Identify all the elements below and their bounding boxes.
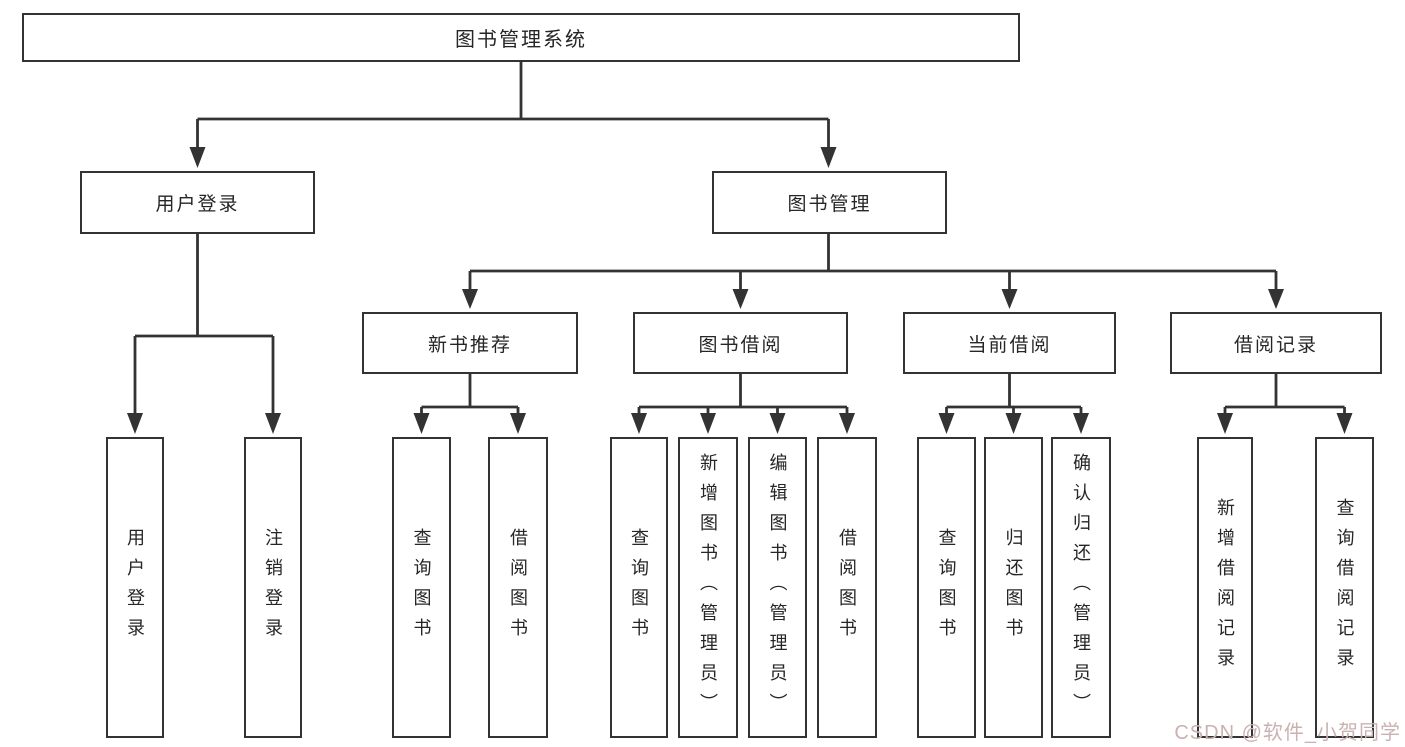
leaf-label: 归还图书 — [1003, 527, 1024, 648]
leaf-label: 用户登录 — [125, 527, 145, 648]
leaf-label: 编辑图书（管理员） — [767, 452, 788, 723]
leaf-label: 查询图书 — [629, 527, 649, 648]
leaf-query-borrow-record: 查询借阅记录 — [1315, 437, 1374, 738]
arrow-down-icon — [732, 289, 749, 309]
arrow-down-icon — [1073, 413, 1089, 434]
arrow-down-icon — [820, 147, 837, 168]
arrow-down-icon — [462, 289, 478, 309]
connector-borrowing-records-branch — [1223, 374, 1346, 416]
node-borrowing-records: 借阅记录 — [1170, 312, 1382, 374]
leaf-label: 查询图书 — [936, 527, 957, 648]
node-label: 当前借阅 — [967, 334, 1052, 356]
leaf-confirm-return-admin: 确认归还（管理员） — [1051, 437, 1111, 738]
node-library-management-system: 图书管理系统 — [22, 13, 1020, 62]
arrow-down-icon — [413, 413, 430, 434]
connector-new-book-branch — [420, 374, 520, 416]
leaf-label: 确认归还（管理员） — [1071, 452, 1091, 723]
leaf-borrow-books-borrowing: 借阅图书 — [817, 437, 877, 738]
arrow-down-icon — [631, 413, 647, 434]
leaf-return-books: 归还图书 — [984, 437, 1043, 738]
arrow-down-icon — [265, 413, 281, 434]
arrow-down-icon — [127, 413, 143, 434]
arrowheads — [127, 147, 1353, 434]
connector-user-login-branch — [133, 234, 275, 416]
leaf-logout: 注销登录 — [244, 437, 302, 738]
arrow-down-icon — [189, 147, 206, 168]
arrow-down-icon — [839, 413, 855, 434]
arrow-down-icon — [1001, 289, 1018, 309]
node-new-book-recommendation: 新书推荐 — [362, 312, 578, 374]
connector-root-to-level2 — [196, 62, 830, 150]
arrow-down-icon — [1268, 289, 1284, 309]
leaf-label: 查询借阅记录 — [1334, 497, 1355, 678]
arrow-down-icon — [1217, 413, 1233, 434]
leaf-add-borrow-record: 新增借阅记录 — [1197, 437, 1253, 738]
leaf-query-books-current: 查询图书 — [917, 437, 976, 738]
node-label: 图书管理 — [787, 194, 872, 215]
leaf-label: 新增借阅记录 — [1215, 497, 1235, 678]
leaf-label: 借阅图书 — [837, 527, 857, 648]
leaf-label: 新增图书（管理员） — [698, 452, 718, 723]
leaf-label: 借阅图书 — [508, 527, 528, 648]
leaf-user-login: 用户登录 — [106, 437, 164, 738]
arrow-down-icon — [1336, 413, 1353, 434]
leaf-label: 查询图书 — [411, 527, 432, 648]
leaf-query-books-recommend: 查询图书 — [392, 437, 451, 738]
connector-book-borrowing-branch — [637, 374, 849, 416]
node-book-management: 图书管理 — [712, 171, 947, 234]
node-label: 图书借阅 — [698, 334, 783, 356]
node-current-borrowing: 当前借阅 — [903, 312, 1116, 374]
node-label: 新书推荐 — [427, 334, 512, 356]
arrow-down-icon — [510, 413, 526, 434]
leaf-label: 注销登录 — [263, 527, 283, 648]
node-label: 图书管理系统 — [455, 29, 587, 51]
csdn-watermark: CSDN @软件_小贺同学 — [1174, 722, 1401, 744]
leaf-query-books-borrowing: 查询图书 — [610, 437, 668, 738]
node-book-borrowing: 图书借阅 — [633, 312, 848, 374]
arrow-down-icon — [1005, 413, 1022, 434]
arrow-down-icon — [938, 413, 955, 434]
connector-current-borrowing-branch — [945, 374, 1083, 416]
node-label: 借阅记录 — [1233, 334, 1318, 356]
node-label: 用户登录 — [155, 194, 240, 215]
connector-book-management-branch — [468, 234, 1278, 292]
leaf-borrow-books-recommend: 借阅图书 — [488, 437, 548, 738]
arrow-down-icon — [700, 413, 716, 434]
arrow-down-icon — [769, 413, 786, 434]
leaf-add-books-admin: 新增图书（管理员） — [678, 437, 738, 738]
node-user-login: 用户登录 — [80, 171, 315, 234]
leaf-edit-books-admin: 编辑图书（管理员） — [748, 437, 807, 738]
